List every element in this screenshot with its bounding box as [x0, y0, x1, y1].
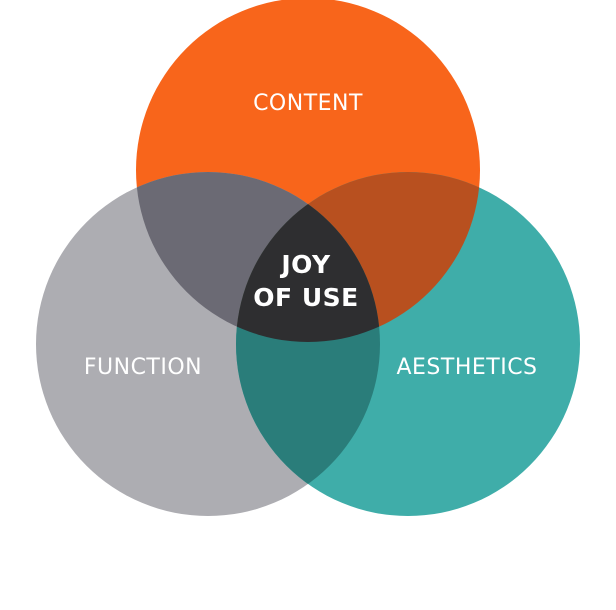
aesthetics-label: AESTHETICS — [396, 355, 537, 380]
center-label-line2: OF USE — [253, 283, 358, 312]
center-label-line1: JOY — [279, 250, 331, 279]
center-overlap — [236, 172, 380, 342]
function-label: FUNCTION — [84, 355, 202, 380]
content-label: CONTENT — [253, 91, 363, 116]
